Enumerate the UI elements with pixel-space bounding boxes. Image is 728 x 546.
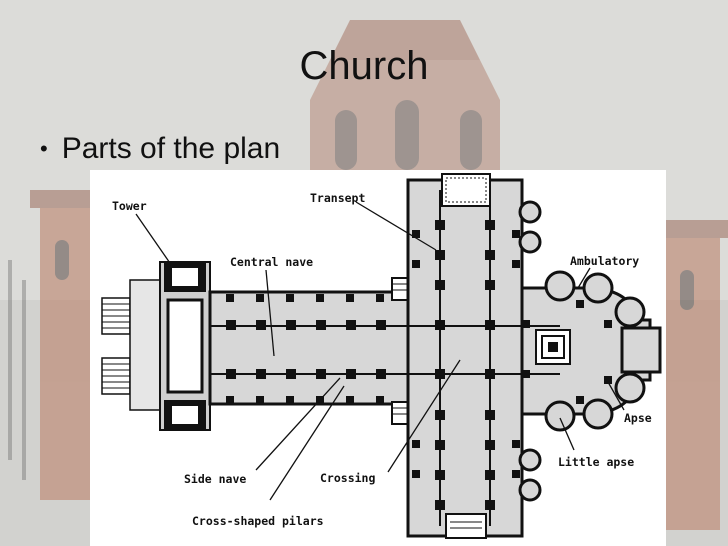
bullet-dot: • <box>40 136 48 161</box>
label-transept: Transept <box>310 191 365 205</box>
transept <box>406 173 524 539</box>
label-crossing: Crossing <box>320 471 375 485</box>
label-ambulatory: Ambulatory <box>570 254 639 268</box>
transept-pillars <box>412 220 612 510</box>
label-pillars: Cross-shaped pilars <box>192 514 324 528</box>
background-tower-center <box>310 20 500 190</box>
background-tower-right <box>650 220 728 530</box>
background-poles <box>8 260 26 480</box>
label-tower: Tower <box>112 199 147 213</box>
label-little-apse: Little apse <box>558 455 634 469</box>
slide-title: Church <box>299 44 429 88</box>
chevet <box>518 200 662 502</box>
west-front <box>159 261 211 431</box>
bullet-item: • Parts of the plan <box>40 132 280 166</box>
label-side-nave: Side nave <box>184 472 246 486</box>
label-apse: Apse <box>624 411 652 425</box>
leader-lines <box>135 201 625 501</box>
label-central-nave: Central nave <box>230 255 313 269</box>
bullet-text: Parts of the plan <box>61 132 281 165</box>
church-floor-plan: Tower Transept Central nave Ambulatory A… <box>90 170 666 546</box>
